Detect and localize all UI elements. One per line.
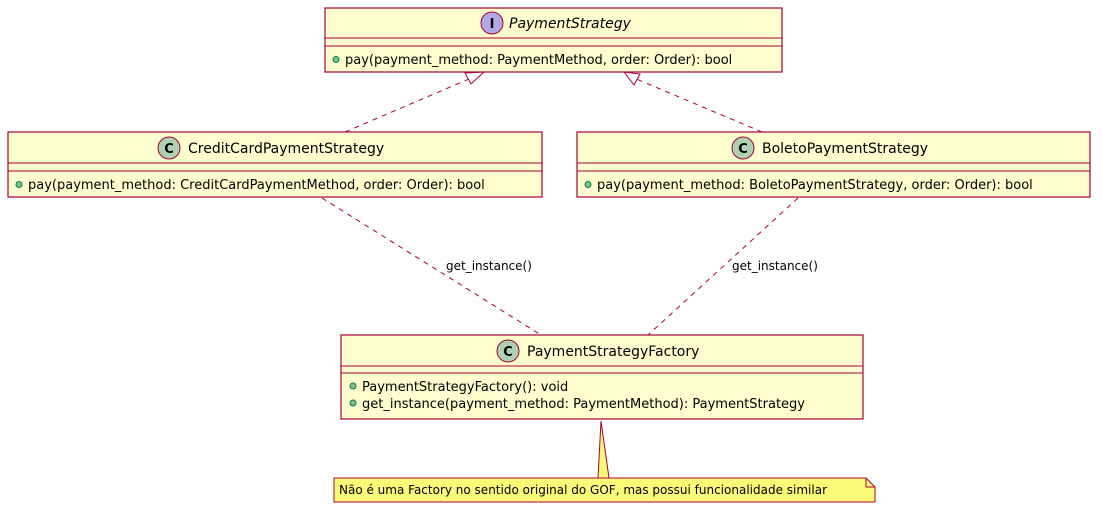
public-method-icon [349, 399, 357, 407]
public-method-icon [349, 382, 357, 390]
interface-method: pay(payment_method: PaymentMethod, order… [345, 53, 732, 68]
creditcard-method: pay(payment_method: CreditCardPaymentMet… [28, 178, 485, 193]
public-method-icon [584, 181, 592, 188]
public-method-icon [332, 56, 340, 63]
interface-name: PaymentStrategy [509, 16, 632, 32]
dependency-edge-creditcard-factory [321, 197, 542, 336]
class-badge-icon [496, 339, 520, 363]
note-text: Não é uma Factory no sentido original do… [339, 483, 827, 497]
realization-arrowhead-creditcard [464, 71, 486, 85]
interface-badge-icon [480, 11, 504, 35]
interface-payment-strategy[interactable]: I PaymentStrategy pay(payment_method: Pa… [324, 7, 783, 73]
dependency-edge-boleto-factory [647, 197, 799, 336]
factory-constructor-method: PaymentStrategyFactory(): void [362, 380, 568, 395]
factory-get-instance-method: get_instance(payment_method: PaymentMeth… [362, 397, 805, 412]
edge-label-boleto-factory: get_instance() [732, 259, 818, 273]
boleto-method: pay(payment_method: BoletoPaymentStrateg… [597, 178, 1033, 193]
realization-arrowhead-boleto [622, 71, 641, 86]
note: Não é uma Factory no sentido original do… [333, 477, 876, 503]
note-connector [597, 420, 610, 479]
interface-badge-letter: I [490, 17, 495, 32]
creditcard-class-name: CreditCardPaymentStrategy [188, 141, 384, 157]
class-badge-letter: C [503, 345, 513, 360]
class-boleto-payment-strategy[interactable]: C BoletoPaymentStrategy pay(payment_meth… [576, 131, 1091, 198]
class-badge-letter: C [164, 142, 174, 157]
public-method-icon [15, 181, 23, 188]
class-badge-icon [157, 136, 181, 160]
class-creditcard-payment-strategy[interactable]: C CreditCardPaymentStrategy pay(payment_… [7, 131, 543, 198]
boleto-class-name: BoletoPaymentStrategy [762, 141, 928, 157]
edge-label-creditcard-factory: get_instance() [446, 259, 532, 273]
realization-edge-boleto [633, 77, 763, 133]
class-badge-letter: C [738, 142, 748, 157]
factory-class-name: PaymentStrategyFactory [527, 344, 699, 360]
realization-edge-creditcard [344, 75, 477, 133]
class-badge-icon [731, 136, 755, 160]
class-payment-strategy-factory[interactable]: C PaymentStrategyFactory PaymentStrategy… [340, 334, 864, 420]
